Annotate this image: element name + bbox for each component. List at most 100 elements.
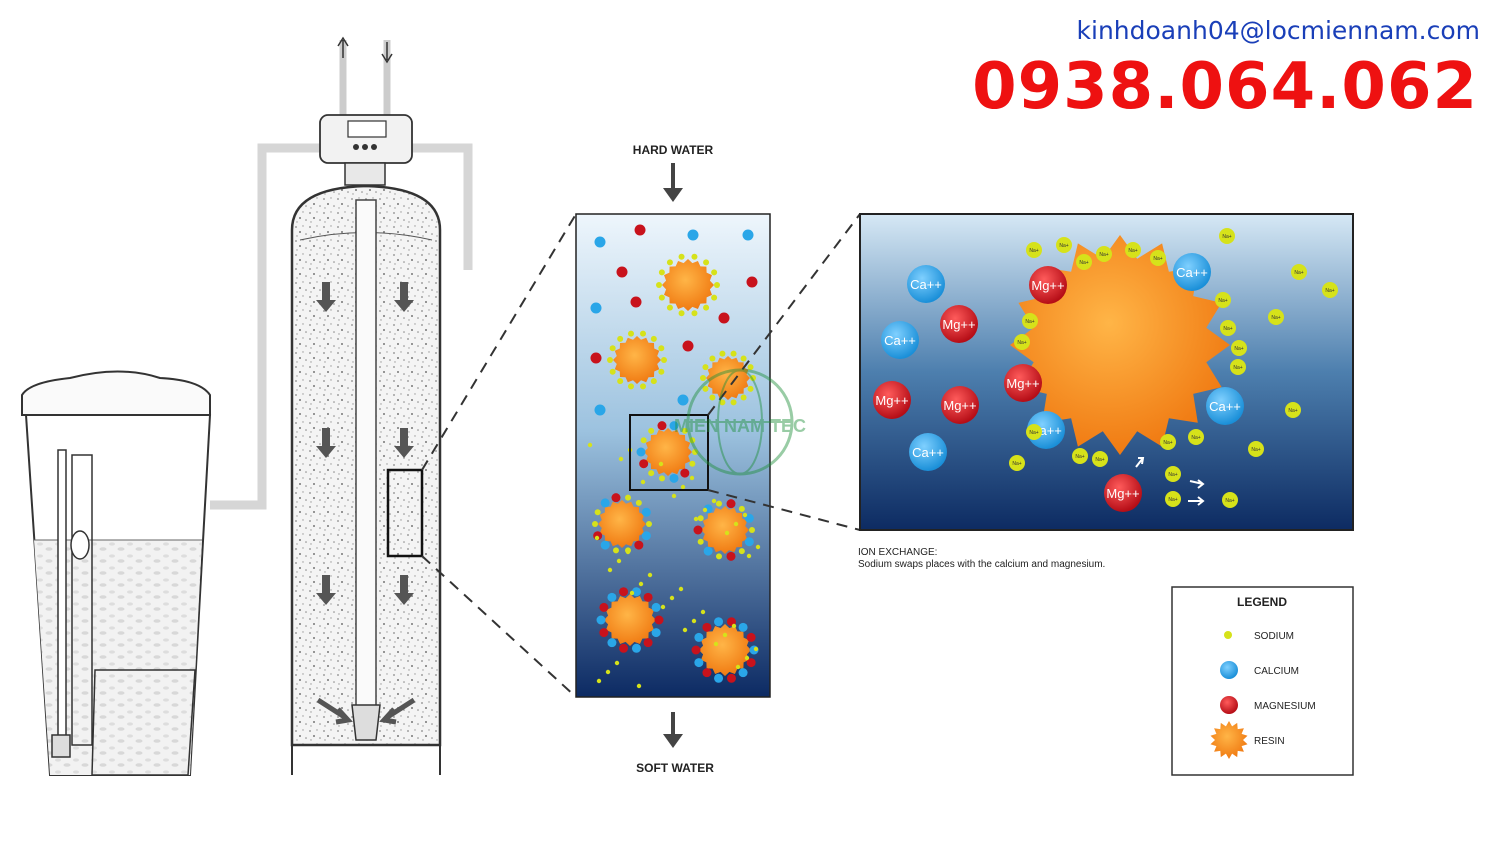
ion-label: Na+ bbox=[1153, 256, 1162, 262]
contact-email[interactable]: kinhdoanh04@locmiennam.com bbox=[1076, 16, 1480, 45]
ion-label: Mg++ bbox=[1031, 278, 1064, 293]
ion-exchange-contents: Ca++Ca++Mg++Mg++Mg++Ca++Mg++Ca++Mg++Ca++… bbox=[873, 228, 1338, 512]
sodium-ion bbox=[671, 493, 677, 499]
ion-dot bbox=[627, 383, 634, 390]
ion-dot bbox=[738, 505, 745, 512]
ion-dot bbox=[738, 622, 748, 632]
ion-dot bbox=[702, 385, 709, 392]
sodium-ion bbox=[746, 553, 752, 559]
sodium-ion bbox=[678, 586, 684, 592]
sodium-ion bbox=[618, 456, 624, 462]
ion-label: Na+ bbox=[1168, 472, 1177, 478]
magnesium-ion: Mg++ bbox=[1104, 474, 1142, 512]
sodium-ion-circle bbox=[1230, 359, 1246, 375]
sodium-ion-circle bbox=[1222, 492, 1238, 508]
sodium-ion: Na+ bbox=[1092, 451, 1108, 467]
calcium-dot-icon bbox=[1220, 661, 1238, 679]
sodium-ion: Na+ bbox=[1165, 491, 1181, 507]
inflow-arrow-icon bbox=[379, 697, 416, 725]
ion-dot bbox=[691, 253, 698, 260]
sodium-ion bbox=[700, 609, 706, 615]
ion-dot bbox=[738, 548, 745, 555]
sodium-ion bbox=[755, 544, 761, 550]
ion-dot bbox=[749, 527, 755, 533]
ion-dot bbox=[650, 335, 657, 342]
sodium-ion bbox=[693, 516, 699, 522]
ion-dot bbox=[594, 509, 601, 516]
sodium-ion bbox=[587, 442, 593, 448]
sodium-ion bbox=[596, 678, 602, 684]
ion-dot bbox=[650, 378, 657, 385]
ion-label: Na+ bbox=[1271, 315, 1280, 321]
sodium-ion-circle bbox=[1215, 292, 1231, 308]
ion-dot bbox=[711, 294, 718, 301]
sodium-ion bbox=[607, 567, 613, 573]
legend-item-sodium: SODIUM bbox=[1224, 631, 1294, 642]
ion-label: Na+ bbox=[1288, 408, 1297, 414]
ion-dot bbox=[715, 500, 722, 507]
calcium-ion: Ca++ bbox=[907, 265, 945, 303]
sodium-ion: Na+ bbox=[1230, 359, 1246, 375]
legend-box bbox=[1171, 586, 1354, 776]
soft-water-arrow bbox=[663, 734, 683, 748]
ion-dot bbox=[666, 304, 673, 311]
ion-dot bbox=[691, 310, 698, 317]
sodium-ion: Na+ bbox=[1014, 334, 1030, 350]
sodium-ion-circle bbox=[1268, 309, 1284, 325]
ion-label: Na+ bbox=[1223, 326, 1232, 332]
ion-dot bbox=[714, 282, 720, 288]
ion-dot bbox=[656, 282, 662, 288]
ion-dot bbox=[709, 394, 716, 401]
free-ion bbox=[718, 312, 730, 324]
sodium-ion bbox=[744, 655, 750, 661]
ion-dot bbox=[612, 547, 619, 554]
contact-phone[interactable]: 0938.064.062 bbox=[972, 50, 1478, 124]
sodium-ion bbox=[680, 484, 686, 490]
sodium-ion bbox=[669, 595, 675, 601]
sodium-ion: Na+ bbox=[1165, 466, 1181, 482]
sodium-ion bbox=[702, 507, 708, 513]
magnesium-ion: Mg++ bbox=[873, 381, 911, 419]
legend-item-magnesium: MAGNESIUM bbox=[1220, 696, 1316, 714]
magnesium-ion-circle bbox=[1104, 474, 1142, 512]
ion-dot bbox=[643, 638, 653, 648]
sodium-ion: Na+ bbox=[1268, 309, 1284, 325]
ion-label: Na+ bbox=[1251, 447, 1260, 453]
sodium-ion bbox=[731, 623, 737, 629]
ion-dot bbox=[692, 449, 698, 455]
ion-dot bbox=[640, 383, 647, 390]
legend-label-magnesium: MAGNESIUM bbox=[1254, 701, 1316, 712]
sodium-ion bbox=[689, 475, 695, 481]
ion-dot bbox=[658, 294, 665, 301]
ion-dot bbox=[657, 421, 667, 431]
magnesium-ion-circle bbox=[941, 386, 979, 424]
ion-dot bbox=[631, 587, 641, 597]
ion-dot bbox=[715, 553, 722, 560]
zoom-lines bbox=[421, 213, 861, 698]
ion-dot bbox=[625, 494, 632, 501]
ion-label: Mg++ bbox=[943, 398, 976, 413]
ion-label: Mg++ bbox=[1006, 376, 1039, 391]
legend-item-calcium: CALCIUM bbox=[1220, 661, 1299, 679]
ion-label: Na+ bbox=[1017, 340, 1026, 346]
sodium-ion-circle bbox=[1056, 237, 1072, 253]
sodium-ion: Na+ bbox=[1009, 455, 1025, 471]
magnesium-ion: Mg++ bbox=[1004, 364, 1042, 402]
ion-dot bbox=[703, 546, 713, 556]
ion-dot bbox=[654, 615, 664, 625]
calcium-ion-circle bbox=[907, 265, 945, 303]
ion-label: Na+ bbox=[1095, 457, 1104, 463]
sodium-ion: Na+ bbox=[1222, 492, 1238, 508]
inflow-arrow-icon bbox=[316, 697, 353, 725]
watermark-logo: MIEN NAM TEC bbox=[674, 368, 806, 476]
ion-label: Mg++ bbox=[875, 393, 908, 408]
hard-water-label: HARD WATER bbox=[633, 143, 714, 157]
free-ion bbox=[746, 276, 758, 288]
arrow-icon bbox=[1135, 457, 1145, 468]
outlet-pipe bbox=[410, 143, 473, 270]
free-ion bbox=[590, 352, 602, 364]
calcium-ion-circle bbox=[881, 321, 919, 359]
resin-bead bbox=[706, 356, 750, 400]
sodium-ion-circle bbox=[1285, 402, 1301, 418]
